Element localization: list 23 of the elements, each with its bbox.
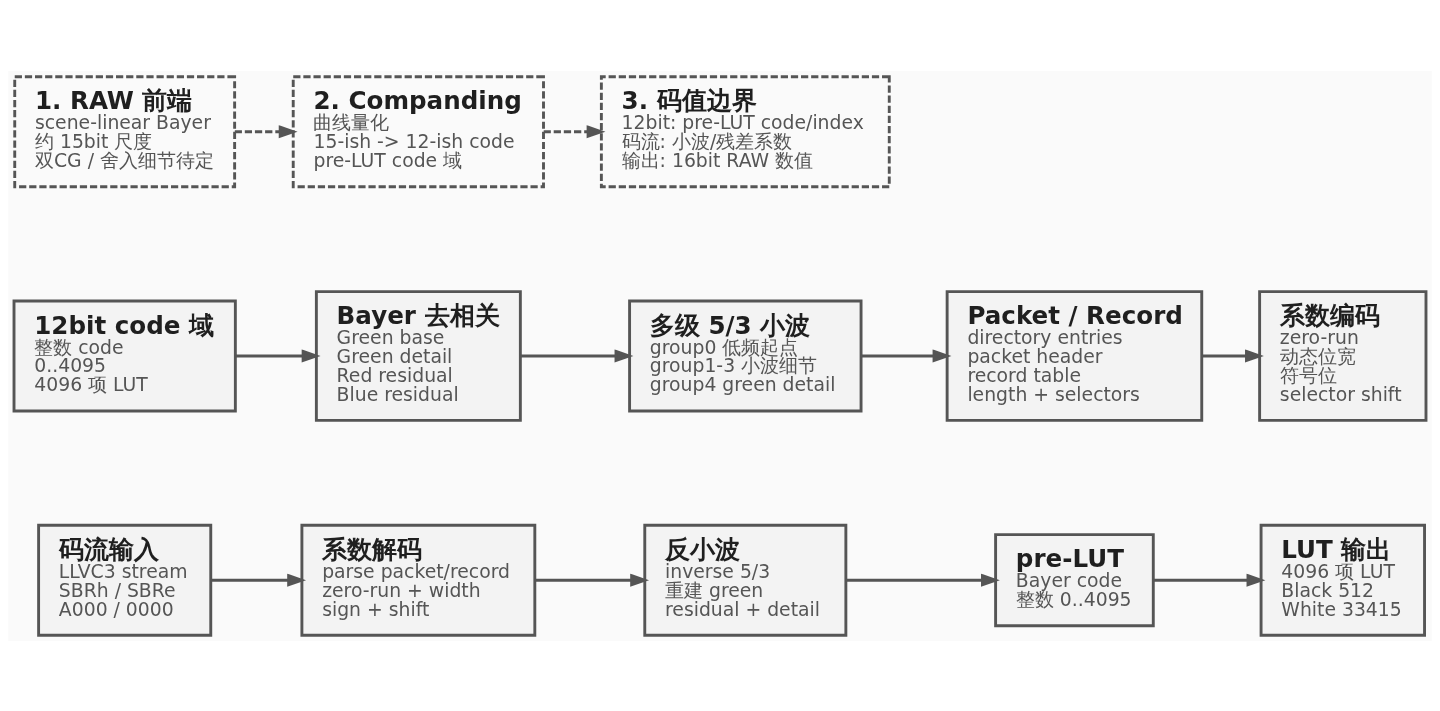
arrow [534,573,650,587]
node-box: 12bit code 域 整数 code 0..4095 4096 项 LUT [12,299,237,412]
node-box: Packet / Record directory entries packet header record table length + selectors [945,289,1204,422]
arrow [1202,348,1264,363]
node-box: 码流输入 LLVC3 stream SBRh / SBRe A000 / 0000 [37,523,213,637]
node-box: 2. Companding 曲线量化 15-ish -> 12-ish code pre-LUT code 域 [291,74,545,188]
arrow [520,348,634,363]
node-box: pre-LUT Bayer code 整数 0..4095 [994,532,1155,627]
node-box: 反小波 inverse 5/3 重建 green residual + detail [643,523,848,637]
node-box: 多级 5/3 小波 group0 低频起点 group1-3 小波细节 group4 green detail [628,299,863,412]
arrow [211,573,307,587]
node-box: Bayer 去相关 Green base Green detail Red residual Blue residual [314,289,522,422]
arrow [235,348,321,363]
arrow [543,124,606,138]
node-box: LUT 输出 4096 项 LUT Black 512 White 33415 [1259,523,1426,637]
arrow [1153,573,1266,587]
arrow [234,124,298,138]
node-box: 系数解码 parse packet/record zero-run + width sign + shift [300,523,537,637]
arrow [861,348,952,363]
node-box: 1. RAW 前端 scene-linear Bayer 约 15bit 尺度 双CG / 舍入细节待定 [13,74,237,188]
node-box: 3. 码值边界 12bit: pre-LUT code/index 码流: 小波/残差系数 输出: 16bit RAW 数值 [599,74,891,188]
arrow [846,573,1000,587]
node-box: 系数编码 zero-run 动态位宽 符号位 selector shift [1258,289,1428,422]
